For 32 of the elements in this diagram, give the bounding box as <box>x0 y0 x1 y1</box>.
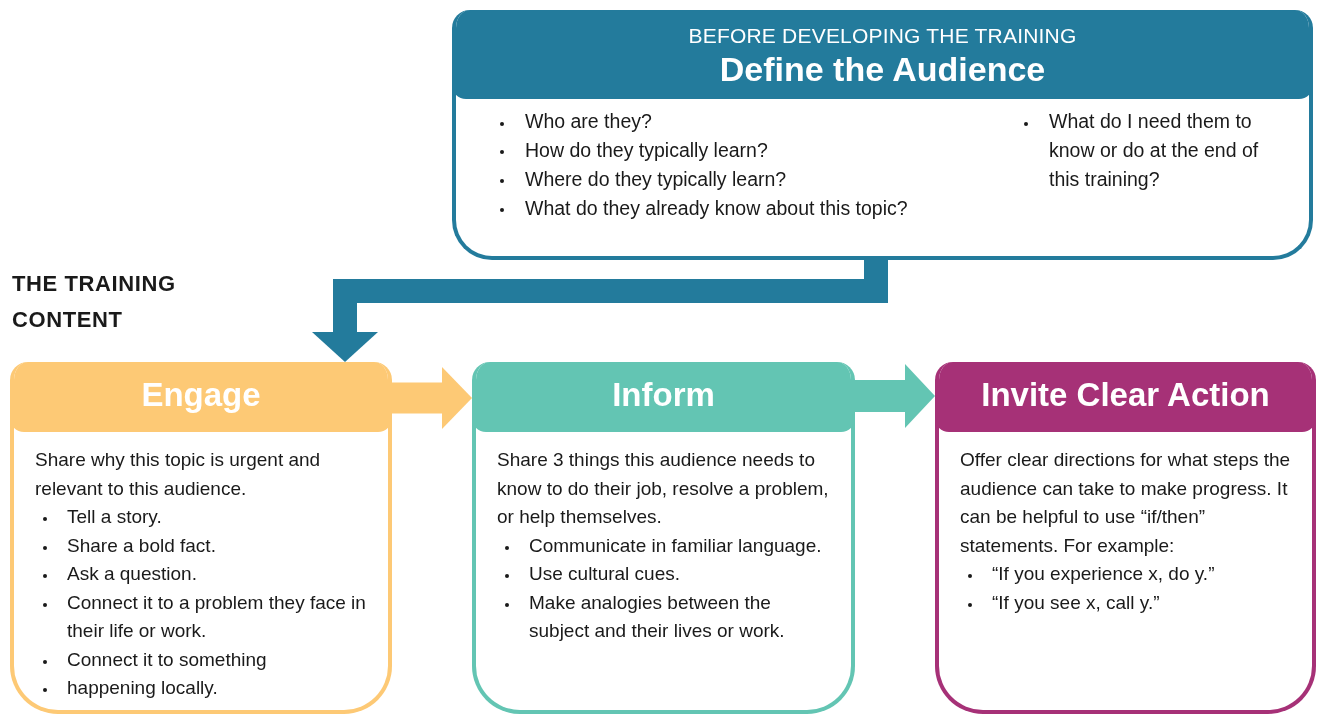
description-text: Offer clear directions for what steps the audience can take to make progress. It can be helpful to use “if/then” statements. For example: <box>960 448 1292 558</box>
block-arrow <box>855 364 935 428</box>
block-arrow <box>392 367 472 429</box>
bullet-item: Make analogies between the subject and their lives or work. <box>497 588 835 646</box>
block-arrow <box>312 260 888 362</box>
bullet-item: How do they typically learn? <box>498 135 976 165</box>
bullet-item: Connect it to something <box>35 645 372 674</box>
rounded-card <box>10 362 392 714</box>
bullet-item: What do they already know about this topic? <box>498 193 976 223</box>
card-subtitle: BEFORE DEVELOPING THE TRAINING <box>688 24 1077 48</box>
bullet-item: Use cultural cues. <box>497 560 835 589</box>
bullet-item: Connect it to a problem they face in their life or work. <box>35 588 372 646</box>
bullet-item: What do I need them to know or do at the end of this training? <box>1022 107 1284 194</box>
rounded-card <box>472 362 855 714</box>
bullet-item: Communicate in familiar language. <box>497 531 835 560</box>
description-text: Share 3 things this audience needs to know to do their job, resolve a problem, or help themselves. <box>497 448 830 529</box>
description-text: Share why this topic is urgent and relevant to this audience. <box>35 448 322 501</box>
section-heading: THE TRAINING CONTENT <box>12 270 177 334</box>
bullet-item: Tell a story. <box>35 503 372 532</box>
bullet-item: Share a bold fact. <box>35 531 372 560</box>
rounded-card <box>935 362 1316 714</box>
rounded-card <box>452 10 1313 260</box>
bullet-item: Who are they? <box>498 107 976 136</box>
card-title: Inform <box>476 362 851 432</box>
bullet-item: happening locally. <box>35 674 372 703</box>
bullet-item: “If you see x, call y.” <box>960 588 1296 617</box>
card-title: Define the Audience <box>719 50 1046 89</box>
bullet-item: Where do they typically learn? <box>498 164 976 194</box>
bullet-item: Ask a question. <box>35 560 372 589</box>
card-title: Invite Clear Action <box>939 362 1312 432</box>
card-title: Engage <box>14 362 388 432</box>
bullet-item: “If you experience x, do y.” <box>960 560 1296 589</box>
